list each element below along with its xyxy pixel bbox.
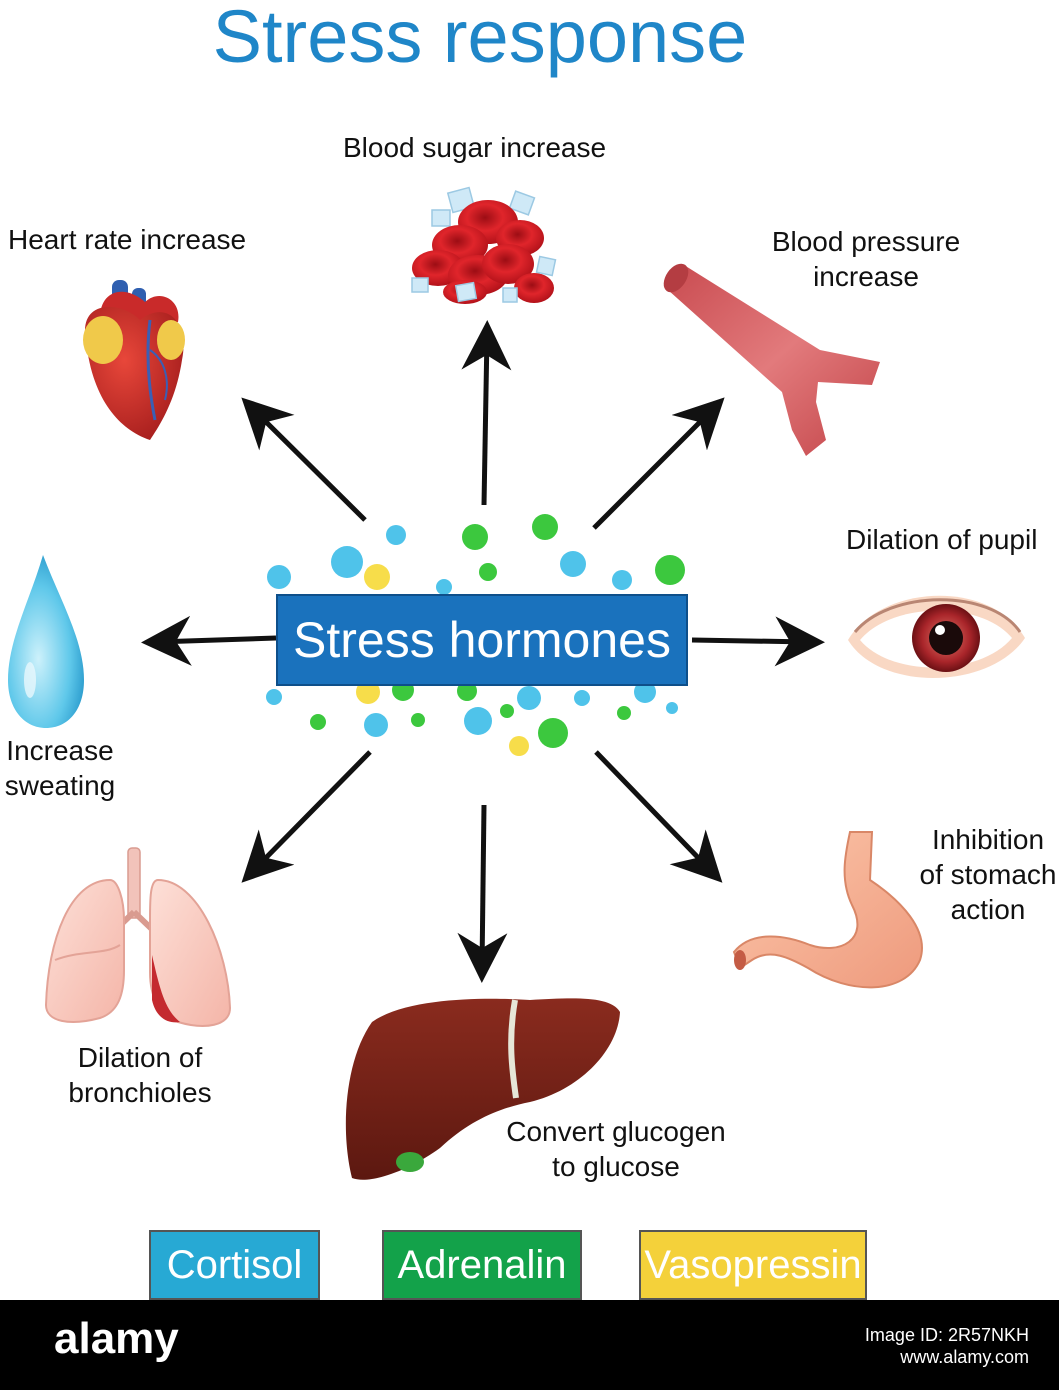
liver-icon: [345, 998, 620, 1180]
lungs-icon: [44, 847, 232, 1027]
adrenalin-particle: [617, 706, 631, 720]
label-line: action: [950, 894, 1026, 925]
image-id: Image ID: 2R57NKH www.alamy.com: [865, 1324, 1029, 1368]
blood-vessel-icon: [663, 263, 880, 456]
brand-logo: alamy: [54, 1314, 179, 1363]
arrow-to-bronchioles: [241, 750, 372, 883]
label-line: Dilation of: [77, 1042, 203, 1073]
label-line: Inhibition: [931, 824, 1045, 855]
arrow-to-sweating: [141, 615, 277, 666]
cortisol-particle: [364, 713, 388, 737]
arrows: [141, 320, 825, 983]
hormone-particles: [266, 514, 685, 756]
cortisol-particle: [266, 689, 282, 705]
diagram-canvas: [8, 186, 1025, 1180]
label-line: bronchioles: [68, 1077, 212, 1108]
label-heart-rate: Heart rate increase: [8, 224, 247, 255]
label-pupil: Dilation of pupil: [846, 524, 1038, 555]
label-line: Blood pressure: [771, 226, 961, 257]
footer-bar: alamy Image ID: 2R57NKH www.alamy.com: [0, 1300, 1059, 1390]
label-blood-sugar: Blood sugar increase: [343, 132, 607, 163]
arrow-to-blood-sugar: [461, 320, 512, 506]
vasopressin-particle: [509, 736, 529, 756]
adrenalin-particle: [462, 524, 488, 550]
site-url: www.alamy.com: [900, 1347, 1029, 1367]
blood-cells-icon: [411, 186, 557, 304]
arrow-to-liver: [457, 804, 508, 983]
label-line: of stomach: [919, 859, 1057, 890]
cortisol-particle: [267, 565, 291, 589]
legend-cortisol: Cortisol: [149, 1230, 320, 1300]
label-line: to glucose: [552, 1151, 680, 1182]
legend-adrenalin: Adrenalin: [382, 1230, 582, 1300]
cortisol-particle: [386, 525, 406, 545]
adrenalin-particle: [479, 563, 497, 581]
vasopressin-particle: [356, 680, 380, 704]
label-sweating: Increase sweating: [0, 733, 120, 803]
legend-vasopressin: Vasopressin: [639, 1230, 867, 1300]
eye-icon: [848, 595, 1025, 679]
cortisol-particle: [464, 707, 492, 735]
adrenalin-particle: [411, 713, 425, 727]
arrow-to-stomach: [594, 750, 723, 883]
cortisol-particle: [666, 702, 678, 714]
label-line: sweating: [4, 770, 116, 801]
adrenalin-particle: [310, 714, 326, 730]
arrow-to-blood-pressure: [592, 397, 725, 530]
heart-icon: [83, 280, 185, 440]
cortisol-particle: [560, 551, 586, 577]
cortisol-particle: [517, 686, 541, 710]
arrow-to-pupil: [691, 616, 825, 667]
adrenalin-particle: [457, 681, 477, 701]
adrenalin-particle: [500, 704, 514, 718]
adrenalin-particle: [532, 514, 558, 540]
label-line: increase: [813, 261, 919, 292]
arrow-to-heart: [241, 397, 367, 522]
label-line: Increase: [6, 735, 114, 766]
vasopressin-particle: [364, 564, 390, 590]
cortisol-particle: [634, 681, 656, 703]
cortisol-particle: [612, 570, 632, 590]
label-line: Convert glucogen: [506, 1116, 726, 1147]
page-title: Stress response: [212, 0, 748, 78]
water-drop-icon: [8, 555, 84, 728]
stress-hormones-box: Stress hormones: [276, 594, 688, 686]
cortisol-particle: [331, 546, 363, 578]
label-bronchioles: Dilation of bronchioles: [60, 1040, 220, 1110]
label-liver: Convert glucogen to glucose: [496, 1114, 736, 1184]
stomach-icon: [732, 831, 923, 989]
adrenalin-particle: [655, 555, 685, 585]
cortisol-particle: [574, 690, 590, 706]
adrenalin-particle: [538, 718, 568, 748]
cortisol-particle: [436, 579, 452, 595]
label-blood-pressure: Blood pressure increase: [766, 224, 966, 294]
label-stomach: Inhibition of stomach action: [917, 822, 1059, 927]
image-id-text: Image ID: 2R57NKH: [864, 1325, 1029, 1345]
